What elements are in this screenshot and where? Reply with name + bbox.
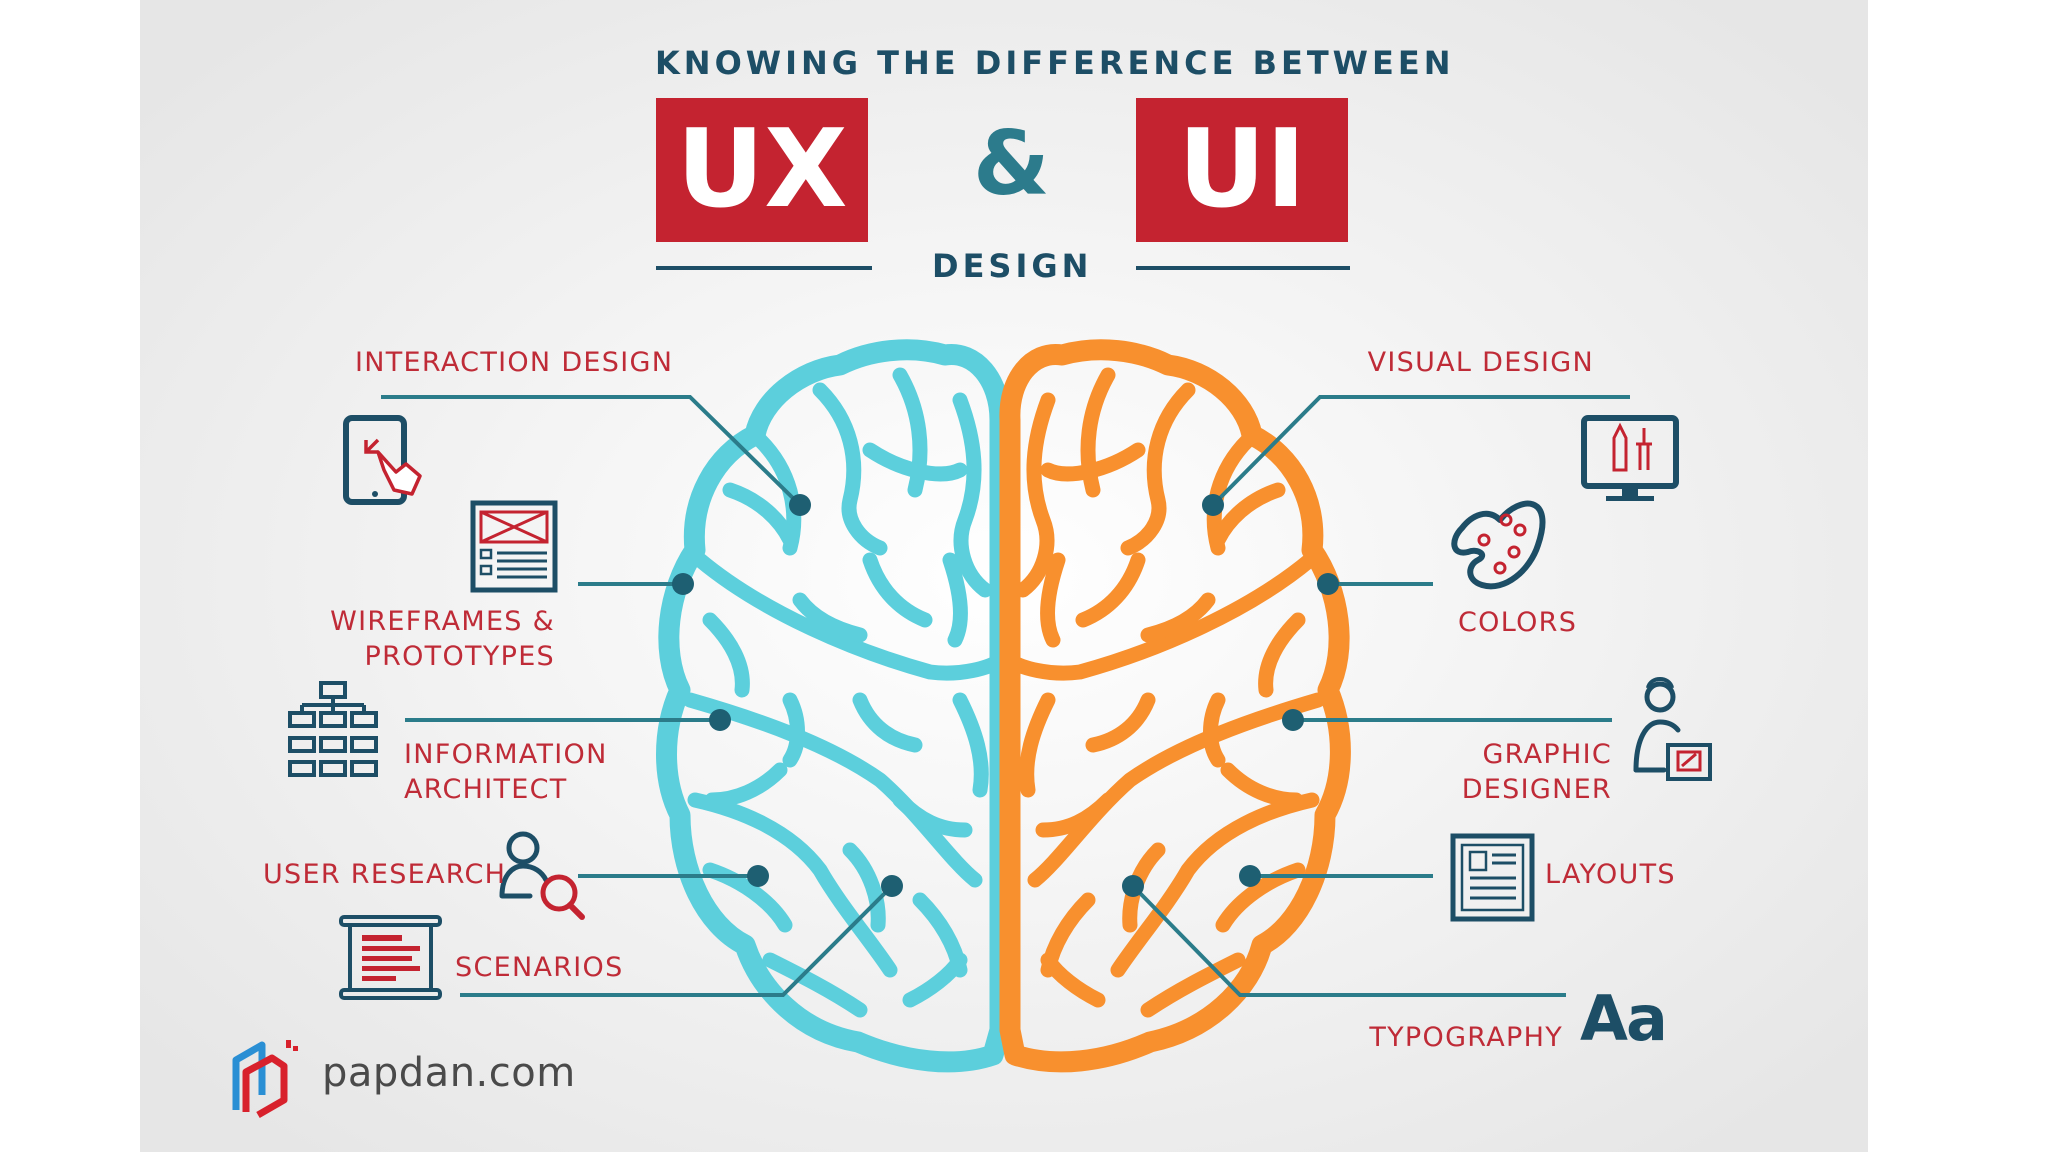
tablet-touch-icon	[343, 415, 422, 505]
brain-left-hemisphere	[656, 339, 1011, 1073]
brand-name: papdan.com	[322, 1050, 576, 1096]
brain-right-hemisphere	[999, 339, 1351, 1073]
typography-icon: Aa	[1580, 982, 1668, 1055]
label-wireframes-prototypes: WIREFRAMES & PROTOTYPES	[330, 606, 555, 672]
ui-box: UI	[1136, 98, 1348, 242]
label-layouts: LAYOUTS	[1545, 859, 1676, 890]
papdan-logo-icon	[232, 1040, 298, 1119]
label-scenarios: SCENARIOS	[455, 952, 624, 983]
node-scenarios	[881, 875, 903, 897]
ux-box: UX	[656, 98, 868, 242]
wireframe-icon	[470, 500, 558, 593]
connector-scenarios	[460, 884, 894, 997]
label-typography: TYPOGRAPHY	[1369, 1022, 1563, 1053]
label-interaction-design: INTERACTION DESIGN	[355, 347, 674, 378]
node-wireframes	[672, 573, 694, 595]
node-graphic-designer	[1282, 709, 1304, 731]
connector-visual-design	[1211, 395, 1630, 507]
user-search-icon	[499, 831, 585, 920]
label-graphic-designer: GRAPHIC DESIGNER	[1461, 739, 1612, 805]
connector-interaction-design	[381, 395, 802, 507]
header-design: DESIGN	[932, 247, 1093, 285]
node-visual-design	[1202, 494, 1224, 516]
sitemap-icon	[288, 681, 378, 777]
node-colors	[1317, 573, 1339, 595]
designer-icon	[1633, 677, 1712, 781]
scroll-icon	[339, 915, 442, 1000]
label-visual-design: VISUAL DESIGN	[1367, 347, 1594, 378]
monitor-tools-icon	[1581, 415, 1679, 501]
layout-icon	[1450, 833, 1535, 922]
palette-icon	[1451, 500, 1546, 590]
ampersand: &	[973, 112, 1050, 215]
node-typography	[1122, 875, 1144, 897]
label-information-architect: INFORMATION ARCHITECT	[404, 739, 608, 805]
node-interaction-design	[789, 494, 811, 516]
connector-typography	[1131, 884, 1566, 997]
header-top-line: KNOWING THE DIFFERENCE BETWEEN	[655, 44, 1455, 82]
node-information-architect	[709, 709, 731, 731]
node-layouts	[1239, 865, 1261, 887]
label-user-research: USER RESEARCH	[263, 859, 507, 890]
label-colors: COLORS	[1458, 607, 1578, 638]
node-user-research	[747, 865, 769, 887]
